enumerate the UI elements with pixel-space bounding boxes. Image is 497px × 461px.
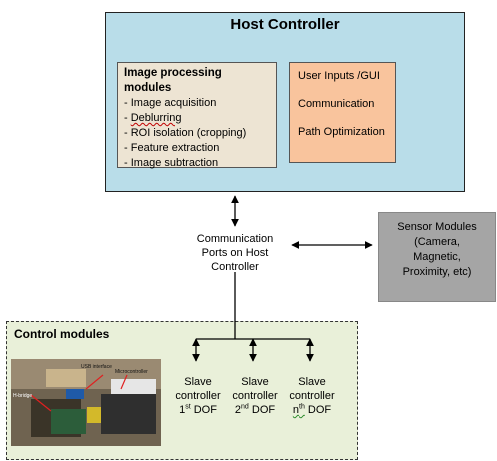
host-functions-box: User Inputs /GUI Communication Path Opti…: [289, 62, 396, 163]
image-processing-item: - ROI isolation (cropping): [124, 127, 247, 139]
slave-controller-2: Slave controller 2nd DOF: [232, 376, 278, 416]
communication-ports-label: Communication Ports on Host Controller: [196, 233, 274, 273]
image-processing-item: - Feature extraction: [124, 142, 220, 154]
image-processing-item: - Image subtraction: [124, 157, 219, 169]
host-controller-title: Host Controller: [230, 16, 340, 33]
usb-interface-label: USB interface: [81, 364, 112, 370]
communication-label: Communication: [298, 98, 375, 110]
slave-controller-n: Slave controller nth DOF: [289, 376, 335, 416]
hardware-photo: USB interface Microcontroller H-bridge: [11, 359, 161, 446]
microcontroller-label: Microcontroller: [115, 369, 148, 375]
user-inputs-label: User Inputs /GUI: [298, 70, 380, 82]
sensor-modules-box: Sensor Modules (Camera, Magnetic, Proxim…: [378, 212, 496, 302]
image-processing-title: Image processing modules: [124, 67, 222, 94]
control-modules-title: Control modules: [14, 327, 110, 341]
image-processing-item: - Image acquisition: [124, 97, 217, 109]
image-processing-box: Image processing modules - Image acquisi…: [117, 62, 277, 169]
h-bridge-label: H-bridge: [13, 393, 32, 399]
slave-controller-1: Slave controller 1st DOF: [175, 376, 221, 416]
path-optimization-label: Path Optimization: [298, 126, 385, 138]
hardware-photo-image: USB interface Microcontroller H-bridge: [11, 359, 161, 446]
image-processing-item: - Deblurring: [124, 112, 182, 124]
